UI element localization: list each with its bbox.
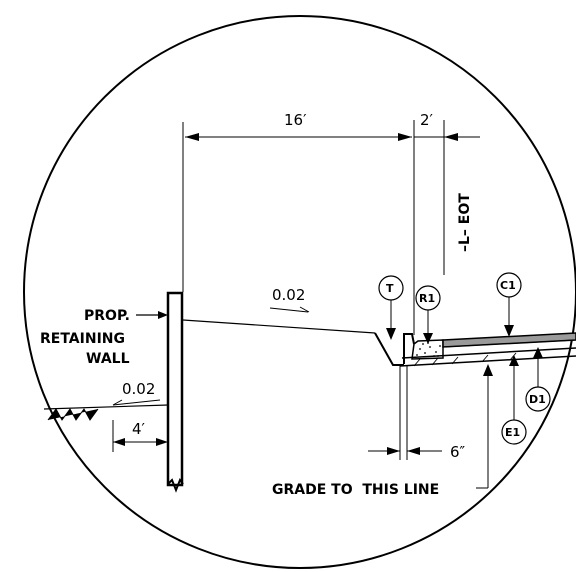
dimension-2 (414, 133, 480, 141)
upper-slope-label: 0.02 (272, 286, 305, 304)
dimension-4 (112, 420, 168, 452)
retaining-wall (166, 122, 184, 493)
wall-label-line3: WALL (86, 351, 130, 367)
callout-d1-label: D1 (529, 393, 546, 406)
upper-slope-arrow (269, 306, 310, 313)
dimension-2-label: 2′ (420, 111, 434, 129)
pavement-section (399, 332, 576, 367)
wall-label-line1: PROP. (84, 308, 130, 324)
lower-ground (43, 404, 169, 421)
dimension-16 (185, 133, 412, 141)
dimension-4-label: 4′ (132, 420, 146, 438)
lower-slope-arrow (112, 399, 161, 406)
lower-slope-label: 0.02 (122, 380, 155, 398)
callout-t-label: T (386, 282, 394, 295)
wall-label-line2: RETAINING (40, 331, 125, 347)
callout-r1-label: R1 (419, 292, 435, 305)
detail-circle (23, 15, 576, 569)
callout-c1-label: C1 (500, 279, 516, 292)
dimension-6 (368, 366, 442, 460)
callout-e1-label: E1 (505, 426, 520, 439)
dimension-6-label: 6″ (450, 443, 466, 461)
dimension-16-label: 16′ (284, 111, 307, 129)
grade-label: GRADE TO THIS LINE (272, 482, 439, 498)
ground-profile (182, 319, 415, 366)
grade-leader (476, 364, 493, 489)
eot-label: –L– EOT (457, 193, 473, 252)
